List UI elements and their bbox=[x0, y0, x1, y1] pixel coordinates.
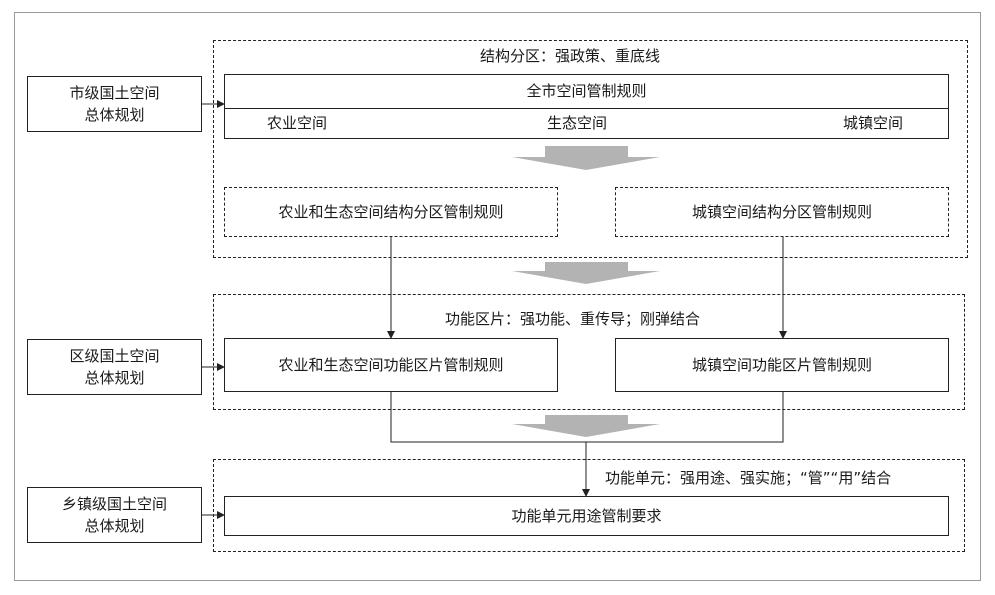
functional-area-title: 功能区片：强功能、重传导；刚弹结合 bbox=[445, 310, 701, 328]
merge-connector bbox=[390, 392, 784, 443]
functional-area-region bbox=[213, 294, 965, 410]
city-level-line2: 总体规划 bbox=[84, 106, 145, 124]
structural-zoning-title: 结构分区：强政策、重底线 bbox=[480, 47, 661, 65]
functional-unit-rule-box: 功能单元用途管制要求 bbox=[224, 496, 949, 536]
functional-unit-rule-label: 功能单元用途管制要求 bbox=[511, 507, 662, 525]
town-level-line2: 总体规划 bbox=[84, 517, 145, 535]
urban-structural-rule-label: 城镇空间结构分区管制规则 bbox=[691, 203, 872, 221]
citywide-rule-box: 全市空间管制规则 农业空间 生态空间 城镇空间 bbox=[224, 74, 949, 139]
agri-eco-functional-rule-box: 农业和生态空间功能区片管制规则 bbox=[224, 338, 558, 392]
functional-unit-title: 功能单元：强用途、强实施；“管”“用”结合 bbox=[605, 469, 892, 487]
functional-unit-region bbox=[213, 459, 965, 552]
agri-eco-functional-rule-label: 农业和生态空间功能区片管制规则 bbox=[278, 356, 504, 374]
town-level-line1: 乡镇级国土空间 bbox=[61, 495, 167, 513]
citywide-rule-label: 全市空间管制规则 bbox=[526, 82, 647, 100]
structural-zoning-region bbox=[213, 40, 968, 258]
urban-space-label: 城镇空间 bbox=[843, 114, 904, 132]
gray-flow-arrow-3 bbox=[512, 415, 660, 437]
urban-functional-rule-box: 城镇空间功能区片管制规则 bbox=[615, 338, 949, 392]
urban-functional-rule-label: 城镇空间功能区片管制规则 bbox=[691, 356, 872, 374]
district-level-plan-box: 区级国土空间 总体规划 bbox=[27, 339, 202, 395]
ecological-space-label: 生态空间 bbox=[547, 114, 608, 132]
gray-flow-arrow-2 bbox=[512, 262, 660, 284]
district-level-line2: 总体规划 bbox=[84, 369, 145, 387]
city-level-plan-box: 市级国土空间 总体规划 bbox=[27, 76, 202, 132]
agri-eco-structural-rule-box: 农业和生态空间结构分区管制规则 bbox=[224, 187, 558, 237]
gray-flow-arrow-1 bbox=[512, 146, 660, 170]
district-level-line1: 区级国土空间 bbox=[69, 347, 160, 365]
town-level-plan-box: 乡镇级国土空间 总体规划 bbox=[27, 487, 202, 543]
citywide-divider bbox=[225, 108, 948, 109]
agricultural-space-label: 农业空间 bbox=[267, 114, 328, 132]
urban-structural-rule-box: 城镇空间结构分区管制规则 bbox=[615, 187, 949, 237]
outer-frame bbox=[14, 12, 981, 581]
city-level-line1: 市级国土空间 bbox=[69, 84, 160, 102]
agri-eco-structural-rule-label: 农业和生态空间结构分区管制规则 bbox=[278, 203, 504, 221]
